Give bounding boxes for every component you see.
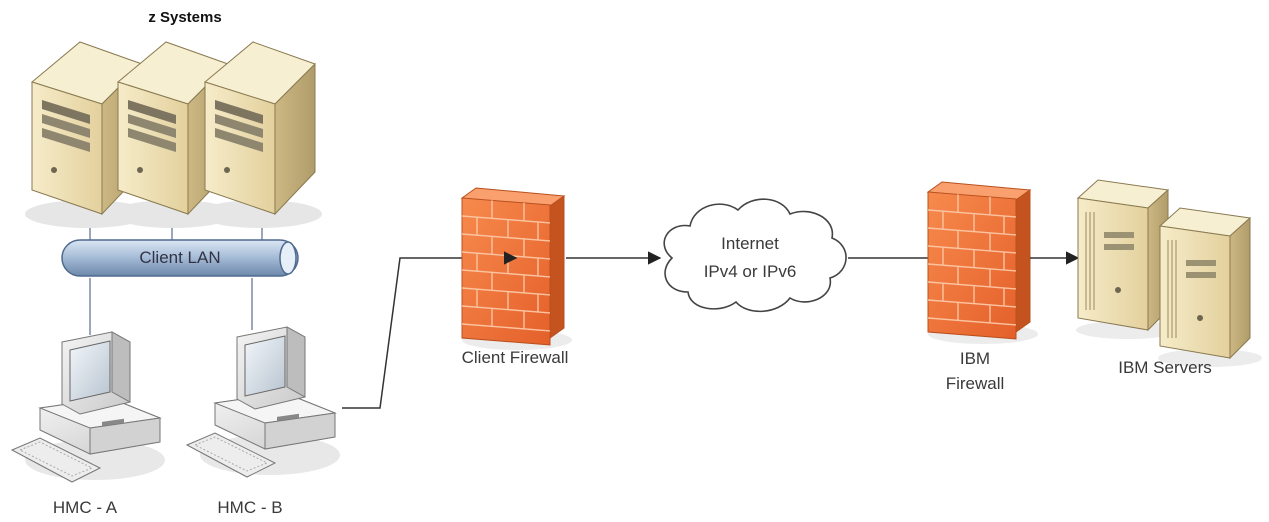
internet-cloud <box>663 198 847 313</box>
client-lan-label: Client LAN <box>139 248 221 267</box>
client-lan-pipe <box>61 239 299 277</box>
hmc-to-firewall-line <box>342 251 515 409</box>
ibm-firewall-label-line1: IBM <box>959 349 991 368</box>
hmc-b-label: HMC - B <box>217 498 283 517</box>
hmc-a-workstation <box>11 331 166 483</box>
internet-label: Internet <box>721 234 779 253</box>
ibm-firewall-icon <box>927 181 1039 345</box>
hmc-a-label: HMC - A <box>52 498 118 517</box>
ibm-server-2 <box>1157 207 1263 368</box>
z-systems-title: z Systems <box>148 9 222 26</box>
ibm-firewall-label-line2: Firewall <box>945 374 1005 393</box>
client-firewall-icon <box>461 187 573 351</box>
ip-version-label: IPv4 or IPv6 <box>703 262 797 281</box>
ibm-servers-label: IBM Servers <box>1118 358 1212 377</box>
client-firewall-label: Client Firewall <box>461 348 569 367</box>
hmc-b-workstation <box>186 326 341 478</box>
